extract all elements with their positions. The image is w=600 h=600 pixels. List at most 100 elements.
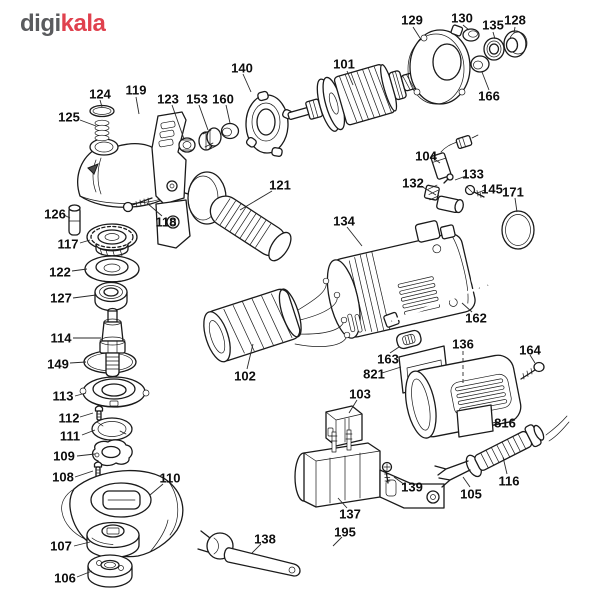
leader-line-171 [514, 197, 518, 213]
leader-line-163 [389, 346, 400, 354]
leader-line-128 [513, 26, 516, 34]
part-label-129: 129 [401, 12, 423, 28]
spring-125 [94, 119, 110, 142]
part-label-117: 117 [57, 236, 79, 252]
part-label-103: 103 [349, 386, 371, 402]
leader-line-133 [454, 175, 467, 181]
leader-line-116 [502, 456, 508, 475]
lock-nut-106 [87, 554, 133, 588]
ring-166 [470, 55, 490, 73]
nut-123 [178, 137, 196, 153]
button-163 [396, 329, 422, 350]
part-label-816: 816 [494, 415, 516, 431]
part-label-112: 112 [58, 410, 80, 426]
part-label-127: 127 [50, 290, 72, 306]
screw-139 [381, 461, 393, 484]
leader-line-113 [74, 392, 87, 397]
leader-line-122 [71, 268, 88, 272]
leader-lines [63, 24, 536, 578]
leader-line-104 [432, 157, 441, 164]
leader-line-138 [251, 543, 262, 554]
bearing-135 [483, 37, 505, 61]
part-label-133: 133 [462, 166, 484, 182]
leader-line-106 [76, 570, 93, 578]
leader-line-119 [135, 96, 140, 115]
leader-line-821 [381, 366, 402, 374]
part-label-114: 114 [50, 330, 72, 346]
part-label-108: 108 [52, 469, 74, 485]
part-label-116: 116 [498, 473, 520, 489]
switch-block-103 [325, 405, 363, 447]
end-cap-136 [404, 354, 522, 439]
screw-133 [443, 173, 454, 184]
part-label-128: 128 [504, 12, 526, 28]
armature-101 [287, 64, 419, 132]
part-label-132: 132 [402, 175, 424, 191]
part-label-166: 166 [478, 88, 500, 104]
leader-line-137 [337, 497, 348, 509]
leader-line-816 [491, 421, 499, 424]
leader-line-140 [242, 73, 252, 93]
ring-111 [91, 417, 133, 441]
part-label-140: 140 [231, 60, 253, 76]
leader-line-111 [81, 429, 96, 436]
part-label-145: 145 [481, 181, 503, 197]
part-label-124: 124 [89, 86, 111, 102]
bearing-cap-113 [79, 376, 150, 408]
part-label-110: 110 [159, 470, 181, 486]
hex-key-195 [321, 536, 396, 572]
leader-line-107 [73, 541, 91, 547]
brush-holder-132 [423, 184, 464, 214]
lock-plate-140 [245, 90, 293, 157]
leader-line-160 [225, 104, 231, 124]
oring-171 [501, 210, 535, 250]
part-label-195: 195 [334, 524, 356, 540]
spanner-wrench-138 [197, 530, 301, 577]
screw-145 [464, 184, 485, 198]
screw-118 [122, 197, 153, 213]
part-label-137: 137 [339, 506, 361, 522]
switch-housing-137 [294, 429, 445, 509]
part-label-138: 138 [254, 531, 276, 547]
part-label-121: 121 [269, 177, 291, 193]
sticker-816 [456, 404, 494, 438]
leader-line-105 [462, 476, 471, 488]
spindle-114 [99, 307, 126, 378]
leader-line-124 [99, 99, 103, 108]
part-label-139: 139 [401, 479, 423, 495]
leader-line-132 [420, 185, 437, 196]
bearing-housing-129 [407, 24, 471, 105]
ring-160 [220, 122, 240, 140]
side-handle-121 [184, 171, 292, 262]
leader-line-164 [529, 354, 536, 364]
part-label-122: 122 [49, 264, 71, 280]
part-label-101: 101 [333, 56, 355, 72]
logo-kala-text: kala [60, 10, 106, 37]
leader-line-123 [171, 104, 185, 140]
part-label-162: 162 [465, 310, 487, 326]
part-label-135: 135 [482, 17, 504, 33]
leader-line-130 [462, 24, 470, 31]
part-label-160: 160 [212, 91, 234, 107]
leader-line-121 [239, 190, 273, 211]
leader-line-135 [492, 31, 496, 40]
pinion-gear-153 [198, 127, 222, 151]
part-label-113: 113 [52, 388, 74, 404]
handle-rod-162 [383, 268, 493, 328]
part-label-163: 163 [377, 351, 399, 367]
part-label-106: 106 [54, 570, 76, 586]
screw-112 [94, 405, 104, 421]
part-label-123: 123 [157, 91, 179, 107]
leader-line-129 [412, 26, 421, 39]
leader-line-110 [149, 483, 164, 496]
leader-line-139 [393, 476, 406, 486]
part-label-111: 111 [59, 428, 81, 444]
part-label-118: 118 [155, 214, 177, 230]
leader-line-125 [79, 119, 97, 127]
screw-164 [520, 361, 545, 380]
leader-line-162 [461, 302, 473, 313]
sleeve-128 [503, 30, 528, 58]
leader-line-153 [198, 104, 209, 131]
leader-line-127 [72, 294, 97, 299]
